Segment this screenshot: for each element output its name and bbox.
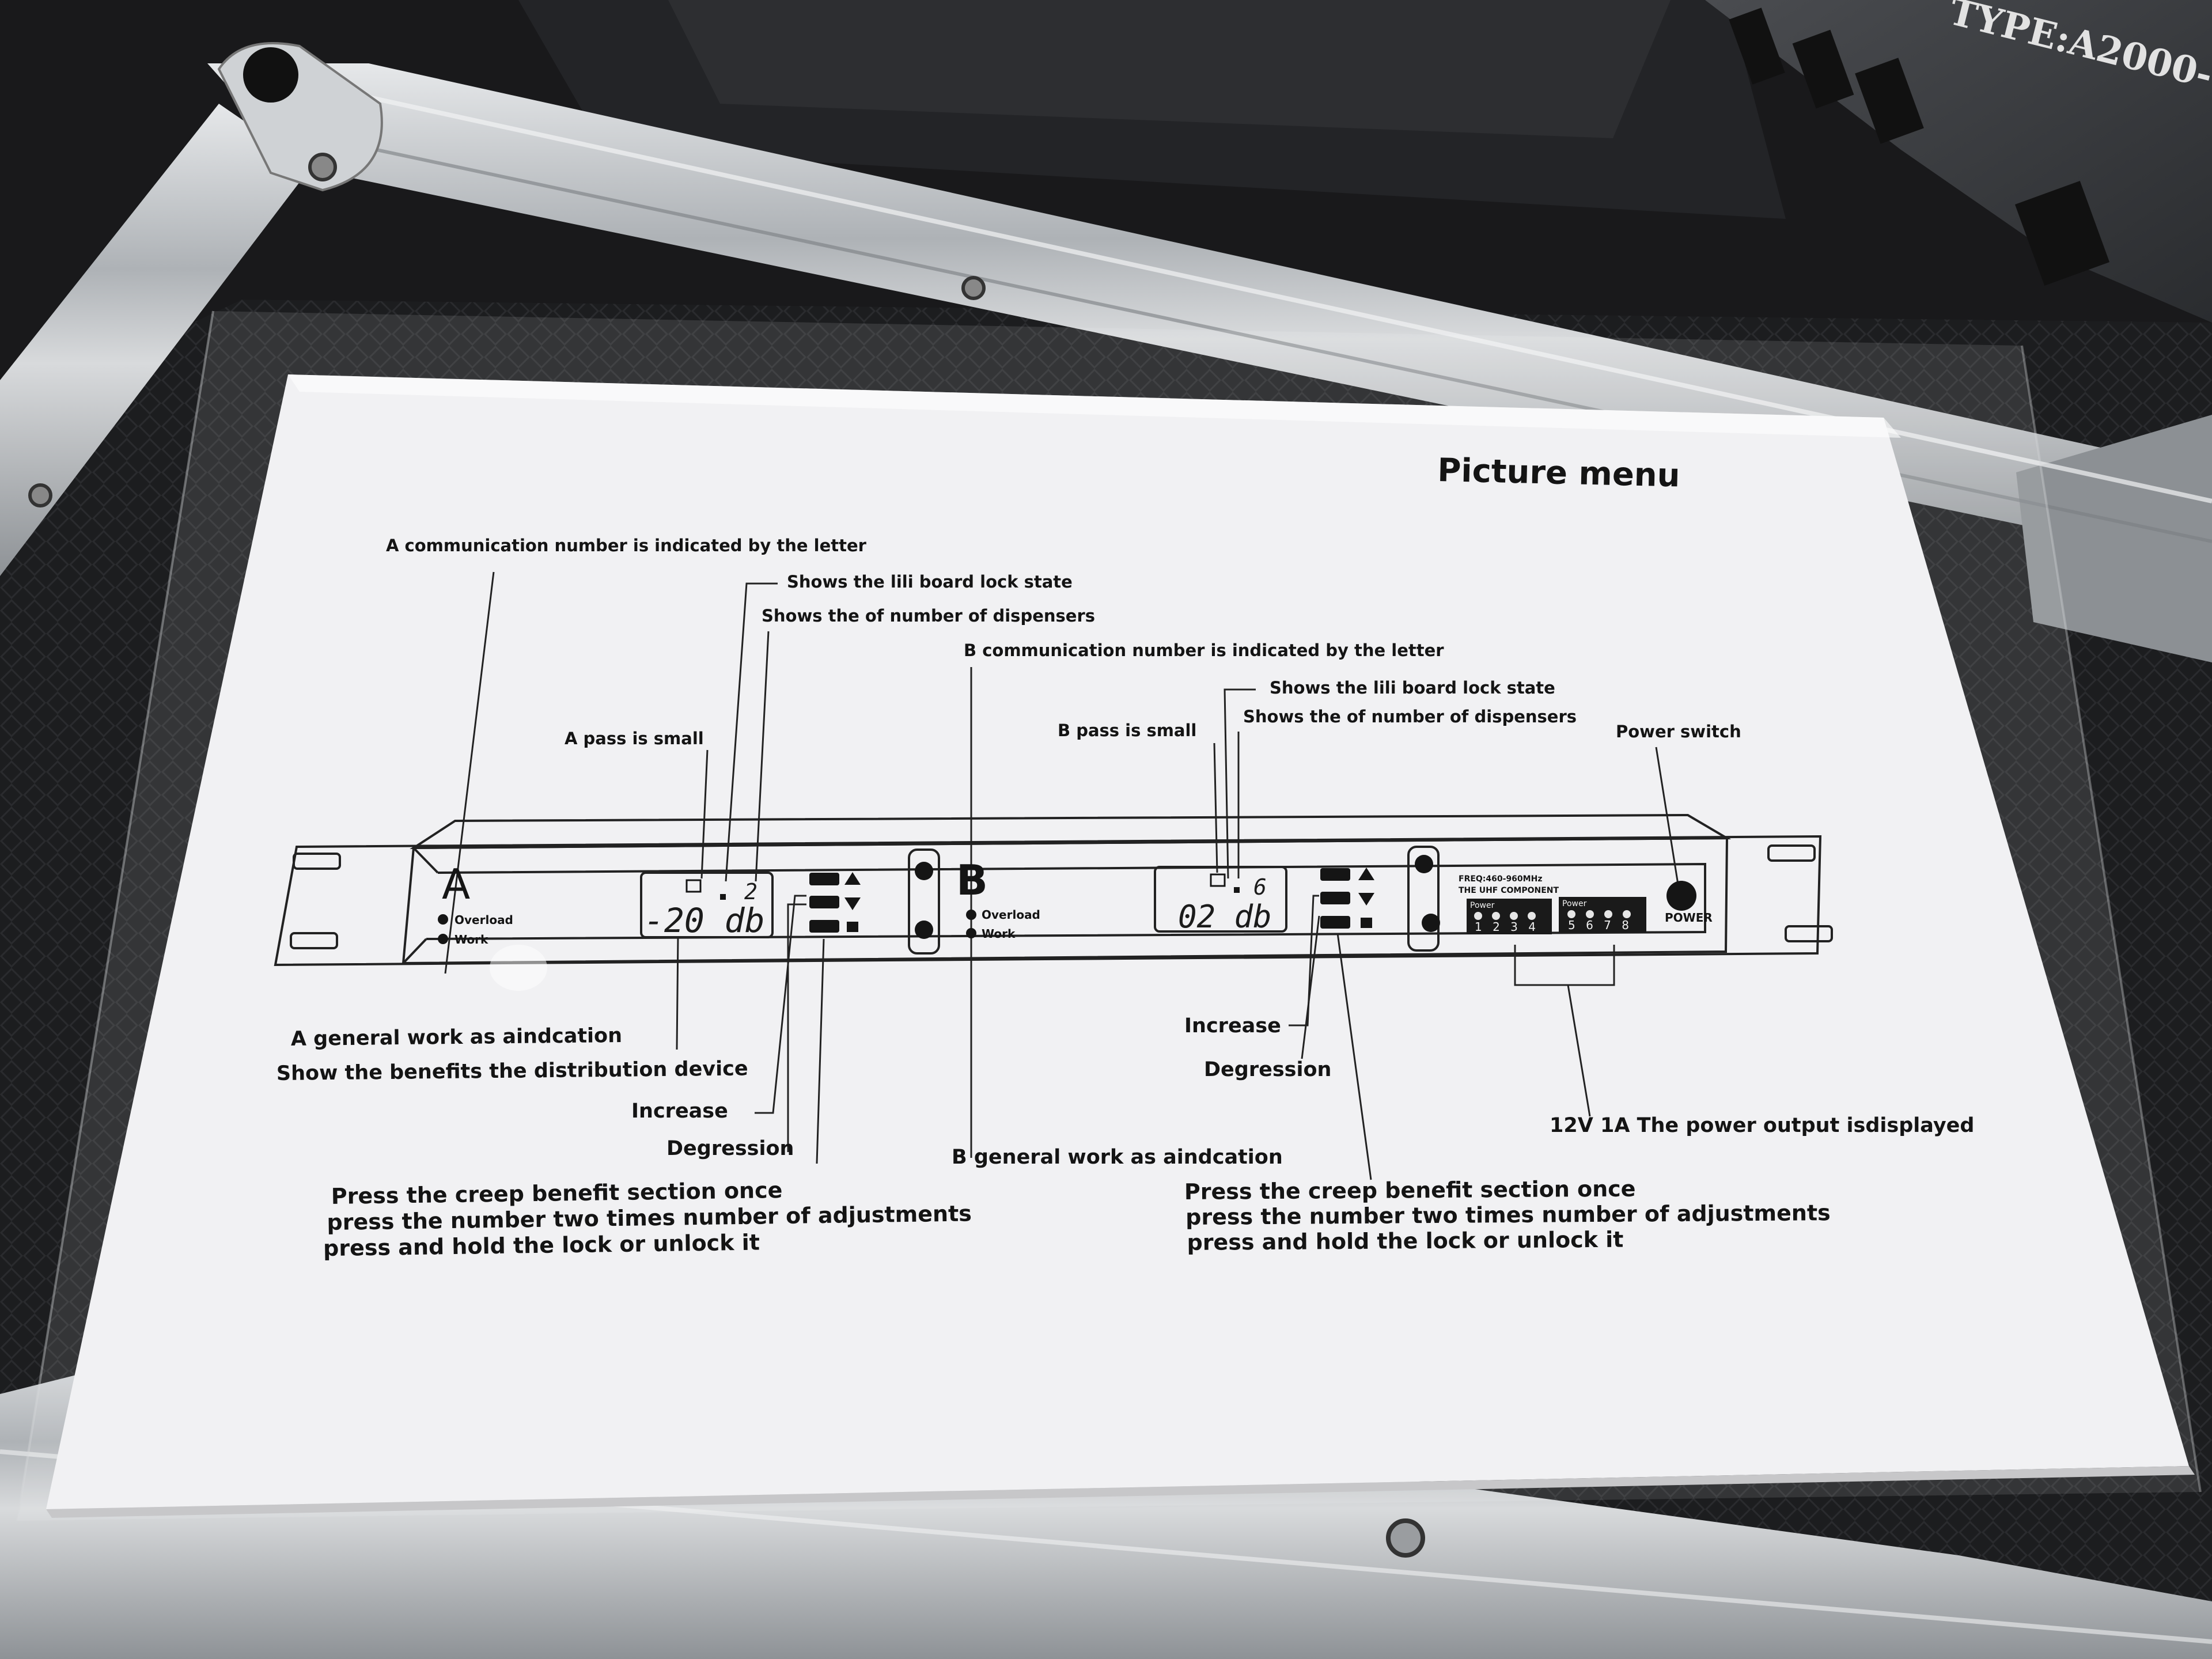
callout-a-benefits: Show the benefits the distribution devic… (276, 1057, 748, 1085)
channel-b-panel: B Overload Work 02 db 6 (956, 856, 1272, 941)
rack-ear-hole (1767, 844, 1816, 862)
lcd-b-number: 6 (1253, 874, 1267, 900)
channel-a-letter: A (442, 860, 470, 908)
corner-bracket (217, 42, 383, 192)
antenna-jack-icon (1422, 914, 1440, 932)
overload-led-icon (966, 910, 976, 920)
antenna-icon (685, 879, 702, 893)
screw-icon (28, 483, 52, 507)
rack-unit-diagram (274, 813, 1833, 967)
button-a-set (809, 920, 839, 933)
button-a-down (809, 896, 839, 908)
flight-case-corner: TYPE:A2000- (1705, 0, 2212, 323)
button-b-set (1320, 916, 1350, 929)
instruction-a-line: Press the creep benefit section once (331, 1177, 783, 1209)
rack-ear-hole (1785, 925, 1833, 942)
screw-icon (1386, 1518, 1425, 1558)
instructions-a: Press the creep benefit section once pre… (323, 1177, 972, 1262)
callout-b-general-work: B general work as aindcation (952, 1146, 1283, 1169)
power-label: POWER (1665, 911, 1713, 925)
instructions-b: Press the creep benefit section once pre… (1184, 1176, 1831, 1255)
callout-b-degression: Degression (1204, 1058, 1331, 1081)
channel-a-panel: A Overload Work -20 db 2 (438, 860, 765, 946)
lock-icon (720, 894, 726, 900)
channel-a-overload: Overload (454, 913, 513, 927)
channel-b-letter: B (956, 856, 988, 904)
channel-b-overload: Overload (982, 908, 1040, 922)
screw-icon (308, 153, 337, 181)
down-arrow-icon (1358, 893, 1374, 906)
lock-icon (1234, 887, 1240, 893)
power-group-2-label: Power (1562, 899, 1587, 908)
sheet-title: Picture menu (1437, 452, 1681, 495)
callout-b-communication: B communication number is indicated by t… (964, 641, 1444, 660)
channel-b-buttons (1320, 868, 1374, 929)
lcd-a-display (640, 872, 774, 938)
power-switch-icon (1666, 881, 1696, 911)
instruction-b-line: press the number two times number of adj… (1185, 1200, 1831, 1230)
callout-a-communication: A communication number is indicated by t… (386, 536, 867, 555)
lcd-a-number: 2 (744, 879, 757, 904)
callout-a-dispensers: Shows the of number of dispensers (762, 606, 1095, 626)
antenna-jack-icon (1415, 855, 1433, 873)
work-led-icon (438, 934, 448, 944)
callout-a-general-work: A general work as aindcation (291, 1024, 623, 1051)
power-group-1-label: Power (1470, 901, 1495, 910)
stop-square-icon (847, 922, 858, 932)
button-b-down (1320, 892, 1350, 904)
button-a-up (809, 873, 839, 885)
work-led-icon (966, 928, 976, 938)
rack-ear-hole (290, 932, 338, 949)
callout-a-increase: Increase (631, 1100, 728, 1123)
lcd-b-value: 02 db (1178, 899, 1272, 935)
channel-a-buttons (809, 872, 861, 933)
freq-label: FREQ:460-960MHz (1459, 874, 1542, 884)
stop-square-icon (1361, 918, 1372, 928)
channel-b-work: Work (982, 927, 1016, 941)
callout-power-switch: Power switch (1616, 722, 1741, 741)
callout-b-dispensers: Shows the of number of dispensers (1243, 707, 1577, 726)
power-group-1-numbers: 1 2 3 4 (1475, 920, 1539, 934)
instruction-sheet (46, 374, 2189, 1509)
instruction-a-line: press and hold the lock or unlock it (323, 1230, 760, 1262)
antenna-icon (1210, 873, 1226, 887)
instruction-b-line: press and hold the lock or unlock it (1187, 1227, 1623, 1255)
callout-power-output: 12V 1A The power output isdisplayed (1550, 1114, 1974, 1137)
up-arrow-icon (844, 872, 861, 885)
button-b-up (1320, 868, 1350, 881)
screw-icon (961, 276, 986, 300)
instruction-b-line: Press the creep benefit section once (1184, 1176, 1636, 1205)
lcd-b-display (1154, 866, 1287, 933)
power-section: FREQ:460-960MHz THE UHF COMPONENT Power … (1459, 874, 1713, 934)
callout-b-pass: B pass is small (1058, 721, 1196, 740)
component-label: THE UHF COMPONENT (1459, 886, 1559, 895)
overload-led-icon (438, 914, 448, 925)
callout-a-degression: Degression (666, 1137, 794, 1160)
callout-b-increase: Increase (1184, 1014, 1281, 1037)
callout-a-lock-state: Shows the lili board lock state (787, 572, 1073, 592)
rack-ear-hole (293, 853, 341, 870)
sheet-content: Picture menu A communication number is i… (274, 452, 1974, 1262)
lcd-a-value: -20 db (644, 901, 765, 940)
channel-a-work: Work (454, 933, 488, 946)
power-group-2-numbers: 5 6 7 8 (1568, 918, 1633, 932)
up-arrow-icon (1358, 868, 1374, 880)
antenna-jack-icon (915, 862, 933, 880)
callout-a-pass: A pass is small (565, 729, 704, 748)
antenna-jack-icon (915, 921, 933, 939)
callout-b-lock-state: Shows the lili board lock state (1270, 678, 1555, 698)
down-arrow-icon (844, 897, 861, 910)
